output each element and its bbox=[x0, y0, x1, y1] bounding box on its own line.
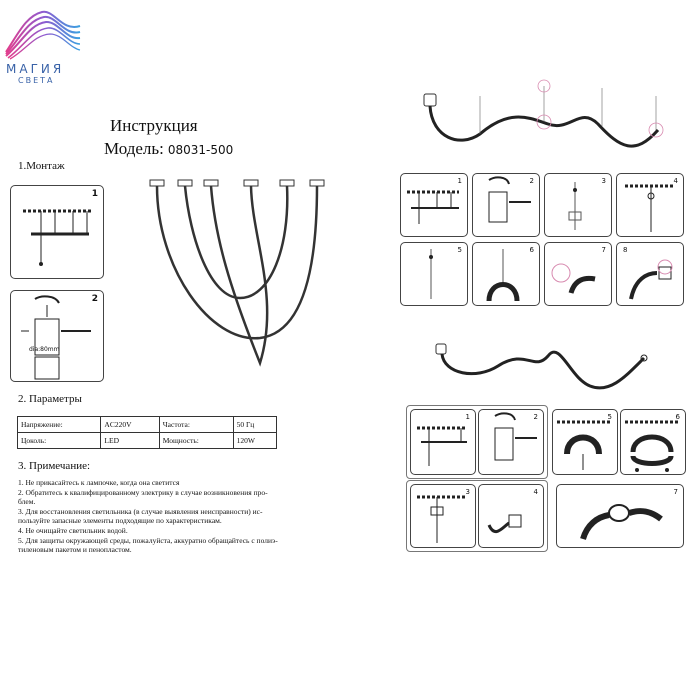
ceiling-hook-diagram bbox=[625, 184, 675, 232]
ceiling-mount-diagram bbox=[407, 190, 459, 224]
table-cell: Цоколь: bbox=[16, 432, 102, 449]
grid-top-step-7: 7 bbox=[544, 242, 612, 306]
wave-logo-icon bbox=[5, 10, 81, 60]
mount-step-2-panel: 2 dia:80mm bbox=[10, 290, 104, 382]
wave-lamp-top-illustration bbox=[423, 79, 664, 148]
section-params-heading: 2. Параметры bbox=[18, 393, 82, 405]
step-number: 5 bbox=[457, 246, 462, 254]
step-number: 7 bbox=[673, 488, 678, 496]
table-cell: 120W bbox=[232, 432, 278, 449]
section-mount-heading: 1.Монтаж bbox=[18, 160, 65, 172]
mount-step-1-panel: 1 bbox=[10, 185, 104, 279]
connector-detail-diagram bbox=[580, 504, 663, 540]
logo-text-secondary: СВЕТА bbox=[18, 76, 55, 85]
cable-hanger-diagram bbox=[568, 182, 582, 230]
list-item: 2. Обратитесь к квалифицированному элект… bbox=[18, 487, 268, 497]
page-title: Инструкция bbox=[110, 116, 198, 135]
model-line: Модель: 08031-500 bbox=[104, 139, 233, 159]
ring-attach-diagram bbox=[486, 249, 520, 302]
table-cell: Частота: bbox=[158, 416, 234, 433]
list-item: пользуйте запасные элементы подходящие п… bbox=[18, 516, 222, 526]
logo-text-primary: МАГИЯ bbox=[6, 62, 65, 76]
model-number: 08031-500 bbox=[167, 143, 234, 157]
step-number: 6 bbox=[675, 413, 680, 421]
grid-top-step-4: 4 bbox=[616, 173, 684, 237]
grid-top-step-2: 2 bbox=[472, 173, 540, 237]
end-cap-diagram bbox=[629, 259, 673, 300]
step-number: 3 bbox=[601, 177, 606, 185]
step-number: 1 bbox=[457, 177, 462, 185]
end-cap-diagram bbox=[487, 514, 522, 534]
socket-connection-diagram bbox=[494, 412, 537, 461]
ring-assembly-diagram bbox=[625, 420, 679, 472]
params-table: Напряжение: AC220V Частота: 50 Гц Цоколь… bbox=[16, 416, 278, 449]
list-item: 3. Для восстановления светильника (в слу… bbox=[18, 506, 263, 516]
grid-bottom-step-3: 3 bbox=[410, 484, 476, 548]
table-cell: Мощность: bbox=[158, 432, 234, 449]
list-item: тиленовым пакетом и пенопластом. bbox=[18, 545, 132, 555]
ring-attach-diagram bbox=[557, 420, 611, 470]
grid-bottom-step-2: 2 bbox=[478, 409, 544, 475]
grid-bottom-step-5: 5 bbox=[552, 409, 618, 475]
cable-hanger-diagram bbox=[429, 249, 433, 299]
grid-top-step-8: 8 bbox=[616, 242, 684, 306]
step-number: 8 bbox=[623, 246, 628, 254]
grid-bottom-group bbox=[406, 480, 548, 552]
diameter-label: dia:80mm bbox=[29, 346, 60, 353]
brand-logo: МАГИЯ СВЕТА bbox=[4, 4, 84, 94]
grid-top-step-6: 6 bbox=[472, 242, 540, 306]
ceiling-mount-diagram bbox=[417, 426, 467, 466]
list-item: 1. Не прикасайтесь к лампочке, когда она… bbox=[18, 478, 180, 487]
table-row: Напряжение: AC220V Частота: 50 Гц bbox=[16, 416, 278, 433]
step-number: 2 bbox=[529, 177, 534, 185]
step-number: 2 bbox=[91, 294, 98, 304]
step-number: 5 bbox=[607, 413, 612, 421]
table-cell: 50 Гц bbox=[232, 416, 278, 433]
step-number: 1 bbox=[91, 189, 98, 199]
list-item: 4. Не очищайте светильник водой. bbox=[18, 525, 128, 535]
ceiling-mount-diagram bbox=[23, 209, 91, 266]
grid-top-step-1: 1 bbox=[400, 173, 468, 237]
step-number: 7 bbox=[601, 246, 606, 254]
list-item: 5. Для защиты окружающей среды, пожалуйс… bbox=[18, 535, 278, 545]
grid-bottom-step-1: 1 bbox=[410, 409, 476, 475]
grid-top-step-5: 5 bbox=[400, 242, 468, 306]
notes-list: 1. Не прикасайтесь к лампочке, когда она… bbox=[18, 478, 278, 555]
grid-bottom-group bbox=[406, 405, 548, 479]
wave-lamp-bottom-illustration bbox=[435, 343, 648, 390]
table-cell: AC220V bbox=[100, 416, 160, 433]
cable-hanger-diagram bbox=[417, 495, 467, 543]
step-number: 4 bbox=[533, 488, 538, 496]
model-label: Модель: bbox=[104, 139, 164, 158]
grid-bottom-step-6: 6 bbox=[620, 409, 686, 475]
list-item: блем. bbox=[18, 497, 36, 507]
step-number: 3 bbox=[465, 488, 470, 496]
step-number: 1 bbox=[465, 413, 470, 421]
grid-top-step-3: 3 bbox=[544, 173, 612, 237]
table-cell: Напряжение: bbox=[16, 416, 102, 433]
step-number: 6 bbox=[529, 246, 534, 254]
step-number: 4 bbox=[673, 177, 678, 185]
socket-connection-diagram bbox=[488, 176, 531, 223]
chandelier-illustration bbox=[149, 179, 325, 367]
table-row: Цоколь: LED Мощность: 120W bbox=[16, 432, 278, 449]
step-number: 2 bbox=[533, 413, 538, 421]
grid-bottom-step-4: 4 bbox=[478, 484, 544, 548]
section-notes-heading: 3. Примечание: bbox=[18, 460, 91, 472]
table-cell: LED bbox=[100, 432, 160, 449]
connector-detail-diagram bbox=[551, 263, 596, 294]
socket-connection-diagram bbox=[21, 295, 91, 380]
grid-bottom-step-7: 7 bbox=[556, 484, 684, 548]
